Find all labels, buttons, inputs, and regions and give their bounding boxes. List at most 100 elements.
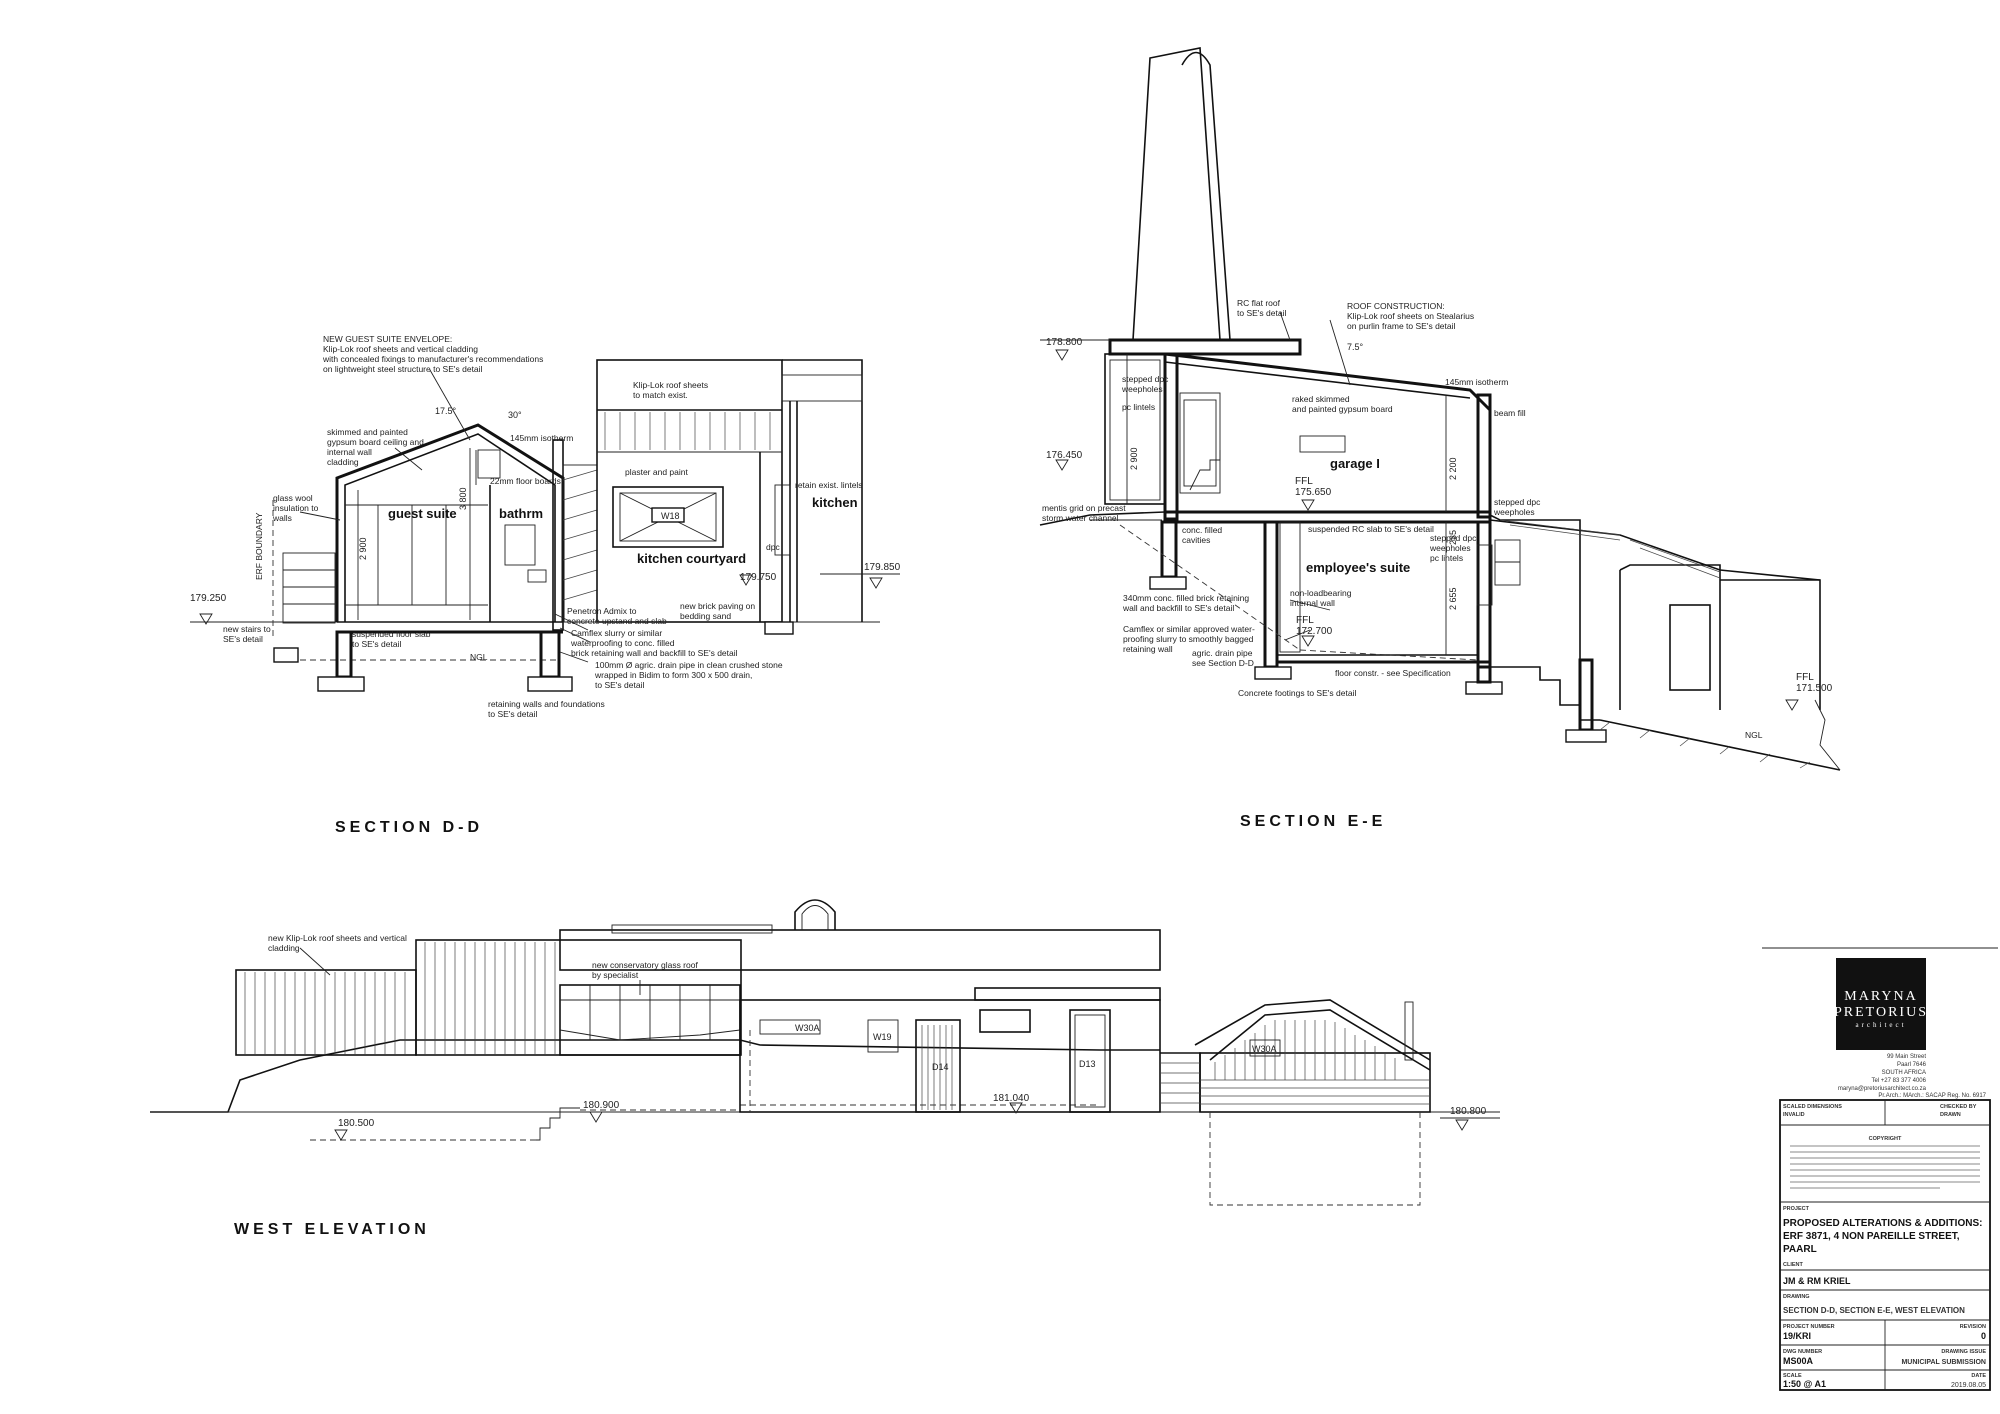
ee-stepped-1a: stepped dpc	[1122, 374, 1169, 384]
dd-room-kitchen: kitchen	[812, 495, 858, 510]
we-cladding-2: cladding	[268, 943, 300, 953]
ee-roof-constr-2: Klip-Lok roof sheets on Stealarius	[1347, 311, 1474, 321]
ee-isotherm: 145mm isotherm	[1445, 377, 1508, 387]
ee-ffl1-value: 175.650	[1295, 487, 1332, 498]
ee-brick-ret-2: wall and backfill to SE's detail	[1122, 603, 1234, 613]
ee-conc-filled-1: conc. filled	[1182, 525, 1222, 535]
dd-erf-boundary: ERF BOUNDARY	[254, 512, 264, 580]
tb-checked-sub: DRAWN	[1940, 1112, 1961, 1118]
ee-mentis-1: mentis grid on precast	[1042, 503, 1126, 513]
dd-agric-1: 100mm Ø agric. drain pipe in clean crush…	[595, 660, 783, 670]
dd-angle-2: 30°	[508, 410, 522, 420]
dd-level-179250: 179.250	[190, 593, 227, 604]
address-5: maryna@pretoriusarchitect.co.za	[1838, 1086, 1927, 1092]
ee-nonload-1: non-loadbearing	[1290, 588, 1352, 598]
we-level-181040: 181.040	[993, 1093, 1030, 1104]
ee-susp-slab: suspended RC slab to SE's detail	[1308, 524, 1434, 534]
ee-stepped-3a: stepped dpc	[1430, 533, 1477, 543]
dd-roof-sheets-1: Klip-Lok roof sheets	[633, 380, 708, 390]
we-door-d14: D14	[932, 1062, 949, 1072]
dd-envelope-note-4: on lightweight steel structure to SE's d…	[323, 364, 483, 374]
tb-client-label: CLIENT	[1783, 1262, 1804, 1268]
dd-roof-sheets-2: to match exist.	[633, 390, 688, 400]
dd-angle-1: 17.5°	[435, 406, 457, 416]
dd-paving-1: new brick paving on	[680, 601, 755, 611]
ee-dim-235: 235	[1448, 530, 1458, 545]
dd-dim-3800: 3 800	[458, 487, 468, 510]
address-2: Paarl 7646	[1897, 1062, 1927, 1068]
ee-camflex-2: proofing slurry to smoothly bagged	[1123, 634, 1254, 644]
ee-nonload-2: internal wall	[1290, 598, 1335, 608]
ee-dim-2655: 2 655	[1448, 587, 1458, 610]
tb-revision-label: REVISION	[1960, 1324, 1986, 1330]
section-dd	[190, 359, 900, 692]
dd-glass-wool-2: insulation to	[273, 503, 319, 513]
ee-angle: 7.5°	[1347, 342, 1364, 352]
section-ee-title: SECTION E-E	[1240, 813, 1386, 830]
dd-penetron-1: Penetron Admix to	[567, 606, 637, 616]
tb-project-3: PAARL	[1783, 1244, 1817, 1255]
dd-ngl: NGL	[470, 652, 488, 662]
dd-level-179750: 179.750	[740, 572, 777, 583]
dd-window-w18: W18	[661, 511, 680, 521]
ee-agric-2: see Section D-D	[1192, 658, 1254, 668]
dd-plaster: plaster and paint	[625, 467, 688, 477]
address-6: Pr.Arch.: MArch.: SACAP Reg. No. 6917	[1878, 1093, 1986, 1099]
dd-ceiling-note-2: gypsum board ceiling and	[327, 437, 424, 447]
dd-penetron-2: concrete upstand and slab	[567, 616, 667, 626]
ee-stepped-2a: stepped dpc	[1494, 497, 1541, 507]
ee-roof-constr-1: ROOF CONSTRUCTION:	[1347, 301, 1445, 311]
dd-agric-2: wrapped in Bidim to form 300 x 500 drain…	[594, 670, 752, 680]
dd-camflex-1: Camflex slurry or similar	[571, 628, 662, 638]
ee-raked-1: raked skimmed	[1292, 394, 1350, 404]
logo-line2: PRETORIUS	[1834, 1005, 1928, 1020]
tb-issue-label: DRAWING ISSUE	[1941, 1349, 1986, 1355]
ee-room-employee-suite: employee's suite	[1306, 560, 1410, 575]
dd-level-179850: 179.850	[864, 562, 901, 573]
dd-dpc: dpc	[766, 542, 780, 552]
tb-copyright: COPYRIGHT	[1869, 1136, 1902, 1142]
dd-agric-3: to SE's detail	[595, 680, 644, 690]
dd-paving-2: bedding sand	[680, 611, 731, 621]
dd-retain: retain exist. lintels	[795, 480, 863, 490]
ee-level-176450: 176.450	[1046, 450, 1083, 461]
we-level-180800: 180.800	[1450, 1106, 1487, 1117]
dd-retaining-2: to SE's detail	[488, 709, 537, 719]
address-1: 99 Main Street	[1887, 1054, 1926, 1060]
ee-pc-lintels: pc lintels	[1122, 402, 1155, 412]
dd-envelope-note-1: NEW GUEST SUITE ENVELOPE:	[323, 334, 452, 344]
ee-ffl3-value: 171.500	[1796, 683, 1833, 694]
title-block	[1762, 947, 1998, 1391]
ee-ffl1-label: FFL	[1295, 476, 1313, 487]
tb-dwgno: MS00A	[1783, 1356, 1814, 1366]
ee-mentis-2: storm water channel	[1042, 513, 1119, 523]
dd-camflex-3: brick retaining wall and backfill to SE'…	[571, 648, 738, 658]
ee-ffl2-value: 172.700	[1296, 626, 1333, 637]
ee-footings: Concrete footings to SE's detail	[1238, 688, 1356, 698]
ee-ngl: NGL	[1745, 730, 1763, 740]
dd-ceiling-note-1: skimmed and painted	[327, 427, 408, 437]
dd-camflex-2: waterproofing to conc. filled	[570, 638, 675, 648]
tb-project-2: ERF 3871, 4 NON PAREILLE STREET,	[1783, 1231, 1960, 1242]
ee-room-garage: garage I	[1330, 456, 1380, 471]
ee-brick-ret-1: 340mm conc. filled brick retaining	[1123, 593, 1249, 603]
dd-retaining-1: retaining walls and foundations	[488, 699, 605, 709]
dd-stairs-1: new stairs to	[223, 624, 271, 634]
dd-ceiling-note-3: internal wall	[327, 447, 372, 457]
ee-camflex-3: retaining wall	[1123, 644, 1173, 654]
tb-checked-label: CHECKED BY	[1940, 1104, 1977, 1110]
we-glass-roof-2: by specialist	[592, 970, 639, 980]
ee-floor-constr: floor constr. - see Specification	[1335, 668, 1451, 678]
we-glass-roof-1: new conservatory glass roof	[592, 960, 698, 970]
ee-rc-roof-2: to SE's detail	[1237, 308, 1286, 318]
tb-projno: 19/KRI	[1783, 1331, 1811, 1341]
ee-camflex-1: Camflex or similar approved water-	[1123, 624, 1255, 634]
ee-conc-filled-2: cavities	[1182, 535, 1210, 545]
we-window-w30a-1: W30A	[795, 1023, 820, 1033]
we-window-w30a-2: W30A	[1252, 1044, 1277, 1054]
tb-date-label: DATE	[1971, 1373, 1986, 1379]
tb-projno-label: PROJECT NUMBER	[1783, 1324, 1835, 1330]
we-level-180500: 180.500	[338, 1118, 375, 1129]
ee-stepped-2b: weepholes	[1493, 507, 1535, 517]
dd-glass-wool-3: walls	[272, 513, 292, 523]
